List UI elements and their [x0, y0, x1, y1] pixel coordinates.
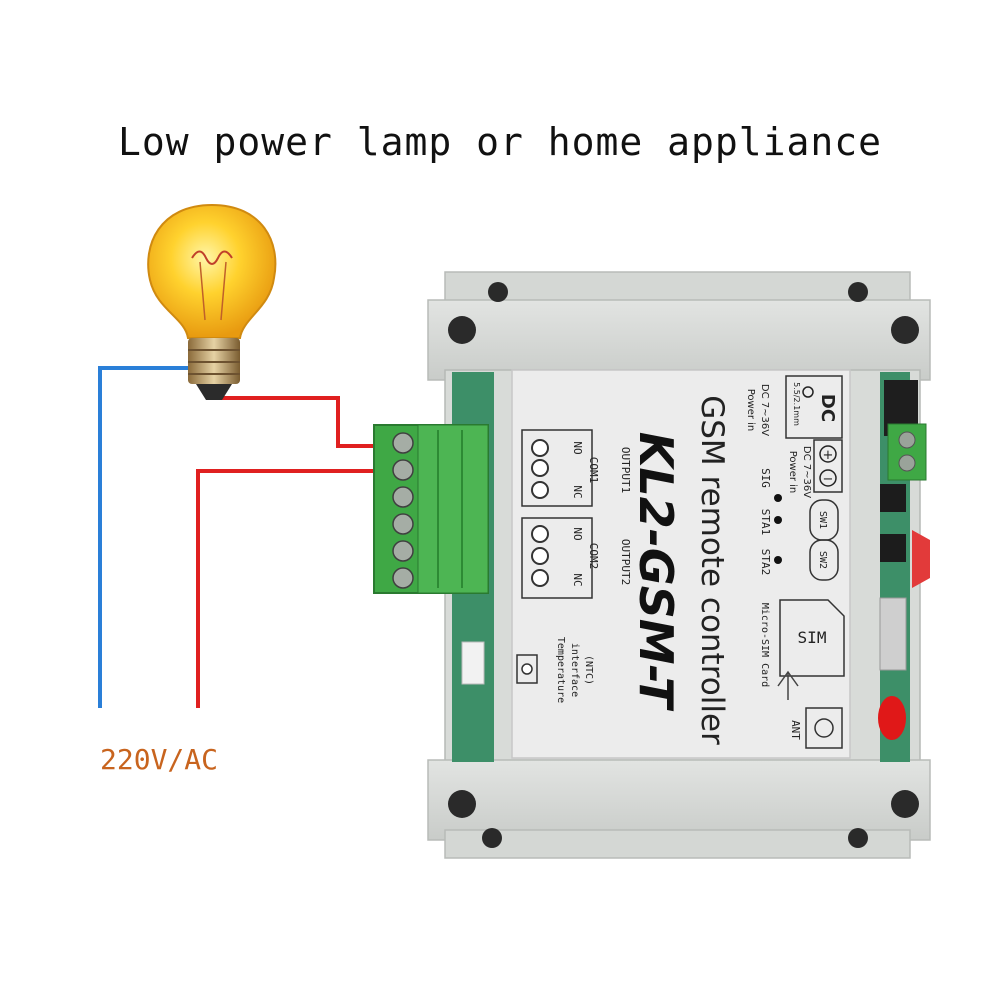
sta2-label: STA2 — [759, 549, 772, 576]
terminal-screw-1 — [392, 432, 414, 454]
power2-line1: Power in — [787, 451, 798, 494]
red-lamp-wire — [218, 396, 385, 448]
output1-no-label: NO — [571, 441, 584, 454]
antenna-port-icon[interactable] — [805, 707, 843, 749]
device-subtitle: GSM remote controller — [694, 395, 730, 745]
sta1-label: STA1 — [759, 509, 772, 536]
output1-com-label: COM1 — [587, 457, 600, 484]
output1-nc-label: NC — [571, 485, 584, 498]
terminal-screw-3 — [392, 486, 414, 508]
power2-line2: DC 7~36V — [801, 446, 812, 498]
supply-voltage-label: 220V/AC — [100, 743, 219, 776]
sig-label: SIG — [759, 468, 772, 488]
output-terminal-block — [373, 424, 489, 594]
sim-card-icon[interactable] — [779, 599, 845, 677]
terminal-screw-6 — [392, 567, 414, 589]
sta1-led — [774, 516, 782, 524]
screw-terminal-icon — [887, 423, 927, 481]
power-title-line1: Power in — [745, 389, 756, 432]
temperature-line1: Temperature — [555, 637, 566, 703]
wiring — [98, 366, 385, 708]
dc-jack-icon — [802, 386, 814, 398]
temperature-line2: interface — [569, 643, 580, 697]
light-bulb-icon — [147, 203, 277, 400]
dc-label: DC — [817, 394, 838, 422]
output2-no-label: NO — [571, 527, 584, 540]
temperature-line3: (NTC) — [583, 655, 594, 685]
blue-neutral-wire — [98, 366, 190, 708]
sig-led — [774, 494, 782, 502]
output2-title: OUTPUT2 — [619, 539, 632, 585]
antenna-label: ANT — [789, 720, 802, 740]
output1-title: OUTPUT1 — [619, 447, 632, 493]
headline: Low power lamp or home appliance — [117, 120, 883, 164]
power-title-line2: DC 7~36V — [759, 384, 770, 436]
label-panel: NO COM1 NC OUTPUT1 NO COM2 NC OUTPUT2 Te… — [511, 369, 851, 759]
red-supply-wire — [196, 469, 385, 708]
sw1-label: SW1 — [817, 511, 828, 529]
sim-slot-label: SIM — [798, 628, 827, 647]
output2-nc-label: NC — [571, 573, 584, 586]
sta2-led — [774, 556, 782, 564]
dc-jack-spec: 5.5/2.1mm — [792, 382, 801, 426]
sw2-button[interactable] — [809, 539, 839, 581]
terminal-screw-5 — [392, 540, 414, 562]
power-minus: − — [823, 472, 834, 487]
sw2-label: SW2 — [817, 551, 828, 569]
output2-com-label: COM2 — [587, 543, 600, 570]
terminal-screw-4 — [392, 513, 414, 535]
sim-card-label: Micro-SIM Card — [759, 603, 770, 687]
terminal-screw-2 — [392, 459, 414, 481]
model-name: KL2-GSM-T — [629, 432, 683, 712]
power-plus: + — [823, 448, 834, 463]
